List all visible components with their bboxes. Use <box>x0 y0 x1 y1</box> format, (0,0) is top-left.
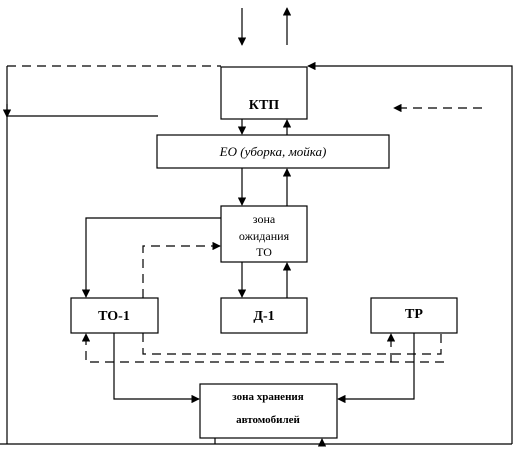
dashed-loop-lower <box>142 333 442 355</box>
d1-label: Д-1 <box>253 309 274 324</box>
d1-block <box>220 297 308 334</box>
tr-label: ТР <box>405 307 423 322</box>
arrow-right-loop-to-ktp <box>307 61 513 444</box>
arrow-left-feed <box>6 110 158 117</box>
arrow-waiting-to-to1 <box>81 217 221 298</box>
ktp-label: КТП <box>249 98 279 113</box>
waiting-zone-block <box>220 205 308 263</box>
dashed-arrow-to-to1 <box>81 333 444 363</box>
to1-label: ТО-1 <box>98 309 130 324</box>
storage-label-1: зона хранения <box>232 391 303 403</box>
arrow-tr-to-storage <box>337 333 415 404</box>
dashed-arrow-to1-to-waiting <box>142 241 221 298</box>
waiting-label-3: ТО <box>256 245 272 259</box>
waiting-label-2: ожидания <box>239 229 290 243</box>
arrow-to1-to-storage <box>113 333 200 404</box>
ktp-block <box>220 66 308 120</box>
waiting-label-1: зона <box>253 212 276 226</box>
eo-label: ЕО (уборка, мойка) <box>219 144 327 159</box>
storage-zone-block <box>199 383 338 439</box>
storage-label-2: автомобилей <box>236 414 300 426</box>
eo-block <box>156 134 390 169</box>
